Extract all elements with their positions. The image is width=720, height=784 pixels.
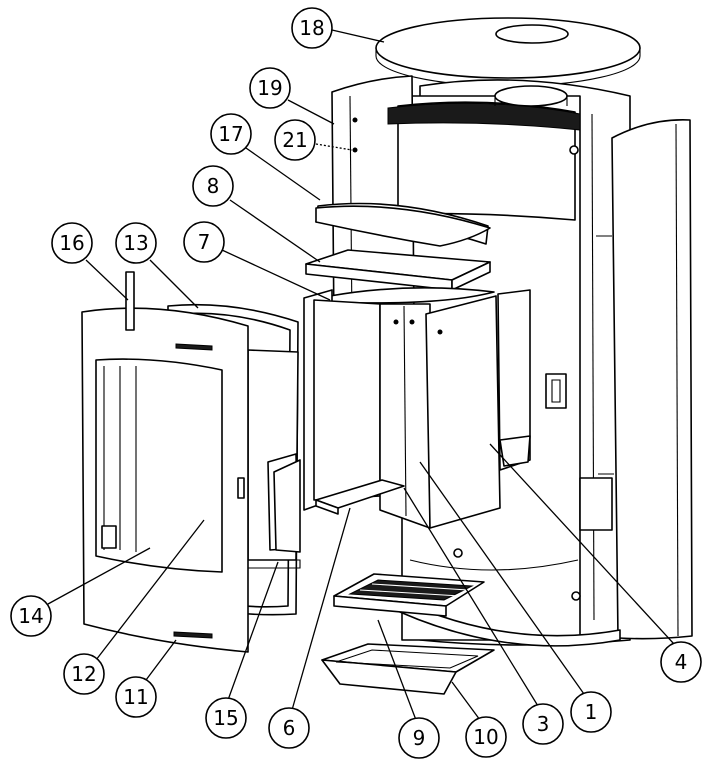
callout-17: 17 [210, 113, 321, 201]
callout-16: 16 [51, 222, 129, 301]
svg-text:21: 21 [282, 128, 307, 152]
callout-21: 21 [274, 119, 353, 161]
svg-text:16: 16 [59, 231, 84, 255]
grate-9 [333, 573, 485, 617]
svg-text:8: 8 [207, 174, 220, 198]
svg-text:14: 14 [18, 604, 43, 628]
svg-text:11: 11 [123, 685, 148, 709]
callout-8: 8 [192, 165, 321, 263]
top-plate [375, 17, 641, 87]
baffle-plate-17 [315, 202, 491, 247]
front-door-11 [81, 271, 249, 653]
firebox-liners [303, 289, 531, 529]
svg-text:6: 6 [283, 716, 296, 740]
callout-1: 1 [419, 461, 612, 733]
svg-text:18: 18 [299, 16, 324, 40]
svg-text:10: 10 [473, 725, 498, 749]
svg-text:9: 9 [413, 726, 426, 750]
svg-text:1: 1 [585, 700, 598, 724]
svg-text:3: 3 [537, 712, 550, 736]
callout-15: 15 [205, 561, 279, 739]
callout-13: 13 [115, 222, 199, 309]
callout-6: 6 [268, 507, 351, 749]
svg-text:19: 19 [257, 76, 282, 100]
firebox-plate-7 [329, 287, 495, 304]
svg-text:4: 4 [675, 650, 688, 674]
callout-4: 4 [489, 443, 702, 683]
svg-text:7: 7 [198, 230, 211, 254]
callout-7: 7 [183, 221, 331, 301]
callout-14: 14 [10, 547, 151, 637]
callouts: 18 19 21 17 8 7 16 [10, 7, 702, 759]
callout-19: 19 [249, 67, 335, 125]
callout-3: 3 [403, 487, 564, 745]
svg-text:12: 12 [71, 662, 96, 686]
svg-text:15: 15 [213, 706, 238, 730]
callout-18: 18 [291, 7, 385, 49]
svg-text:17: 17 [218, 122, 243, 146]
callout-11: 11 [115, 639, 177, 718]
svg-text:13: 13 [123, 231, 148, 255]
callout-10: 10 [451, 681, 507, 758]
callout-12: 12 [63, 519, 205, 695]
callout-9: 9 [377, 619, 440, 759]
vermiculite-plate-8 [305, 249, 491, 291]
ash-pan-10 [321, 643, 495, 695]
